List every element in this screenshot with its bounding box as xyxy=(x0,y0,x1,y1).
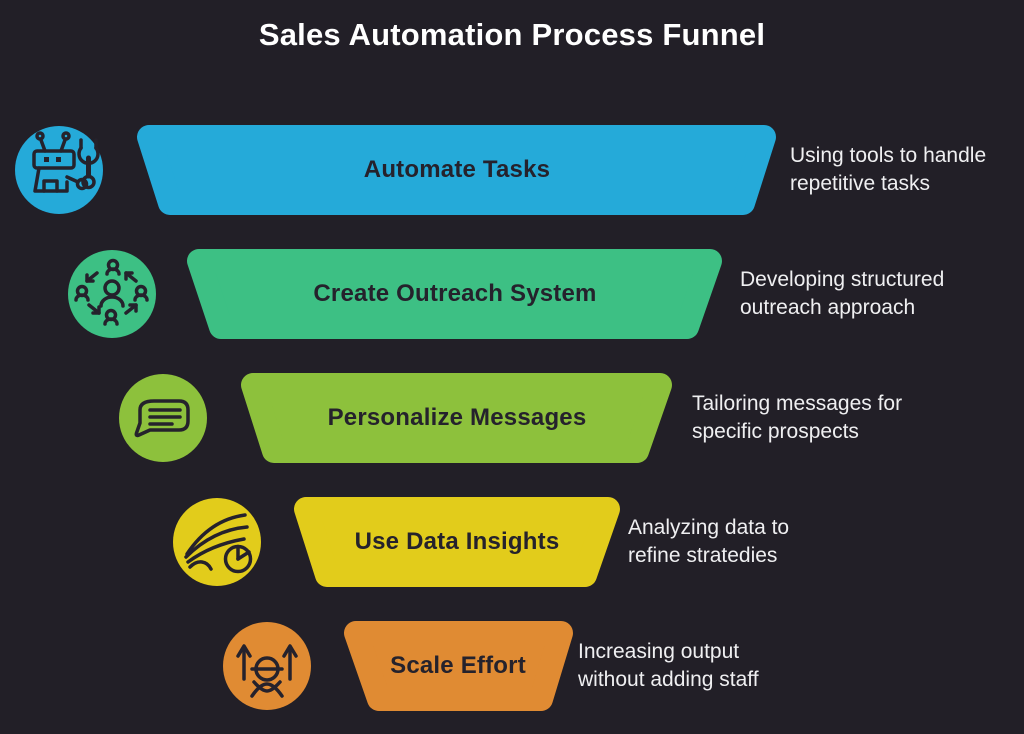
stage-description-1: Using tools to handle repetitive tasks xyxy=(790,142,986,198)
funnel-stage-3-shape xyxy=(241,373,672,463)
stage-description-line: refine stratedies xyxy=(628,544,778,567)
stage-description-3: Tailoring messages for specific prospect… xyxy=(692,390,902,446)
stage-description-2: Developing structured outreach approach xyxy=(740,266,944,322)
stage-label-personalize-messages: Personalize Messages xyxy=(327,404,587,431)
stage-description-4: Analyzing data to refine stratedies xyxy=(628,514,789,570)
people-network-icon xyxy=(68,250,156,338)
stage-label-use-data-insights: Use Data Insights xyxy=(354,528,560,555)
stage-4-icon-circle xyxy=(173,498,261,586)
stage-description-line: Using tools to handle xyxy=(790,144,987,167)
robot-wrench-icon xyxy=(15,126,103,214)
stage-5-icon-circle xyxy=(223,622,311,710)
stage-description-5: Increasing output without adding staff xyxy=(578,638,759,694)
stage-label-scale-effort: Scale Effort xyxy=(390,652,526,679)
funnel-stage-1-shape xyxy=(137,125,776,215)
stage-label-automate-tasks: Automate Tasks xyxy=(363,156,551,183)
stage-description-line: Developing structured xyxy=(740,268,945,291)
stage-label-create-outreach-system: Create Outreach System xyxy=(313,280,597,307)
stage-description-line: without adding staff xyxy=(578,668,759,691)
funnel-stage-5-shape xyxy=(344,621,573,711)
stage-description-line: repetitive tasks xyxy=(790,172,931,195)
stage-description-line: Analyzing data to xyxy=(628,516,790,539)
stage-description-line: outreach approach xyxy=(740,296,916,319)
data-curves-pie-icon xyxy=(173,498,261,586)
funnel-stage-2-shape xyxy=(187,249,722,339)
page-title: Sales Automation Process Funnel xyxy=(258,17,766,52)
funnel-stage-4-shape xyxy=(294,497,620,587)
stage-description-line: Tailoring messages for xyxy=(692,392,903,415)
person-scale-up-icon xyxy=(223,622,311,710)
stage-description-line: specific prospects xyxy=(692,420,859,443)
stage-description-line: Increasing output xyxy=(578,640,740,663)
message-bubble-icon xyxy=(119,374,207,462)
